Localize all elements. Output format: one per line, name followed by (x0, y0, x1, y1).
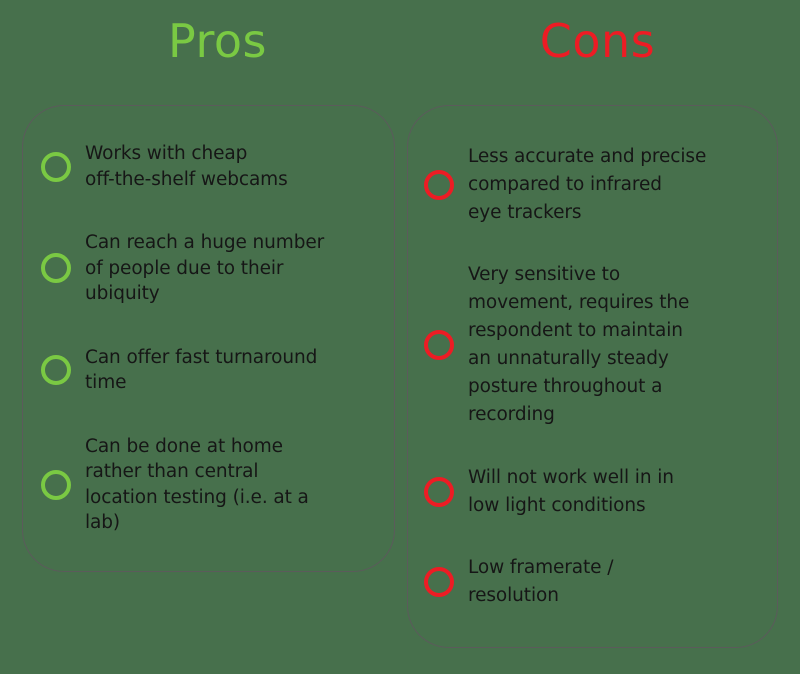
list-item-label: Can be done at home rather than central … (85, 435, 309, 534)
pros-card: Works with cheap off-the-shelf webcams C… (22, 105, 395, 572)
circle-outline-icon (424, 476, 454, 507)
circle-outline-icon (41, 151, 71, 182)
list-item-label: Can reach a huge number of people due to… (85, 232, 325, 305)
list-item: Will not work well in in low light condi… (424, 464, 763, 520)
list-item: Can be done at home rather than central … (41, 434, 374, 536)
pros-heading: Pros (168, 14, 267, 68)
list-item-label: Low framerate / resolution (468, 556, 614, 606)
cons-heading: Cons (539, 14, 656, 68)
list-item: Very sensitive to movement, requires the… (424, 261, 763, 429)
list-item-label: Can offer fast turnaround time (85, 346, 318, 394)
circle-outline-icon (41, 355, 71, 386)
circle-outline-icon (41, 253, 71, 284)
list-item: Low framerate / resolution (424, 554, 763, 610)
list-item-label: Less accurate and precise compared to in… (468, 146, 707, 224)
pros-column: Pros Works with cheap off-the-shelf webc… (22, 14, 395, 572)
cons-list: Less accurate and precise compared to in… (408, 106, 777, 647)
pros-list: Works with cheap off-the-shelf webcams C… (23, 106, 394, 571)
list-item-label: Will not work well in in low light condi… (468, 466, 674, 516)
list-item: Less accurate and precise compared to in… (424, 143, 763, 227)
list-item-label: Very sensitive to movement, requires the… (468, 264, 690, 426)
circle-outline-icon (424, 330, 454, 361)
list-item-label: Works with cheap off-the-shelf webcams (85, 143, 288, 190)
circle-outline-icon (41, 469, 71, 500)
list-item: Can reach a huge number of people due to… (41, 230, 374, 307)
list-item: Works with cheap off-the-shelf webcams (41, 141, 374, 192)
list-item: Can offer fast turnaround time (41, 345, 374, 396)
cons-card: Less accurate and precise compared to in… (407, 105, 778, 648)
circle-outline-icon (424, 170, 454, 201)
cons-column: Cons Less accurate and precise compared … (400, 0, 800, 674)
circle-outline-icon (424, 566, 454, 597)
